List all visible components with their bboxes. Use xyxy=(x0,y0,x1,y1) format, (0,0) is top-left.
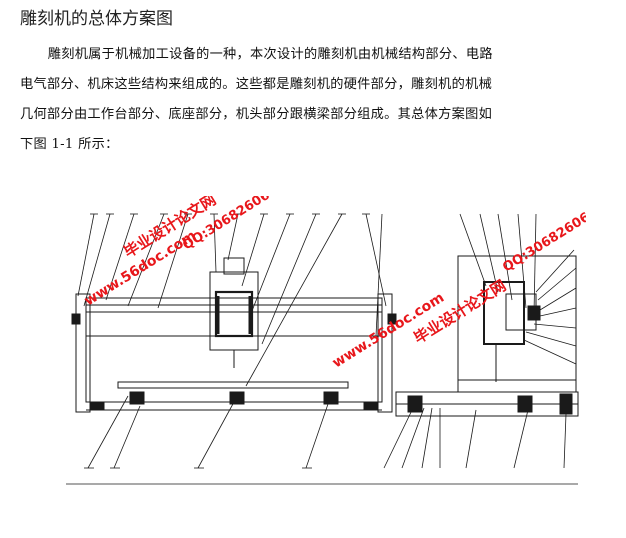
worktable xyxy=(117,381,349,389)
side-head xyxy=(483,281,525,345)
side-view xyxy=(395,255,579,417)
paragraph-line-4: 下图 1-1 所示： xyxy=(20,137,119,152)
engraver-drawing: www.56doc.com 毕业设计论文网 QQ:306826066 www.5… xyxy=(66,196,586,485)
side-frame xyxy=(457,255,577,393)
engraver-scheme-figure: www.56doc.com 毕业设计论文网 QQ:306826066 www.5… xyxy=(66,196,586,488)
paragraph-line-1: 雕刻机属于机械加工设备的一种，本次设计的雕刻机由机械结构部分、电路 xyxy=(47,47,493,62)
watermark-qq-right: QQ:306826066 xyxy=(500,205,586,275)
section-heading: 雕刻机的总体方案图 xyxy=(20,9,173,29)
callout-leaders xyxy=(77,213,577,469)
watermark-group: www.56doc.com 毕业设计论文网 QQ:306826066 www.5… xyxy=(82,196,586,371)
body-paragraph: 雕刻机属于机械加工设备的一种，本次设计的雕刻机由机械结构部分、电路 电气部分、机… xyxy=(20,40,560,160)
front-view xyxy=(71,257,397,413)
paragraph-line-3: 几何部分由工作台部分、底座部分，机头部分跟横梁部分组成。其总体方案图如 xyxy=(20,107,493,122)
paragraph-line-2: 电气部分、机床这些结构来组成的。这些都是雕刻机的硬件部分，雕刻机的机械 xyxy=(20,77,493,92)
left-column xyxy=(75,293,91,413)
right-column xyxy=(377,293,393,413)
